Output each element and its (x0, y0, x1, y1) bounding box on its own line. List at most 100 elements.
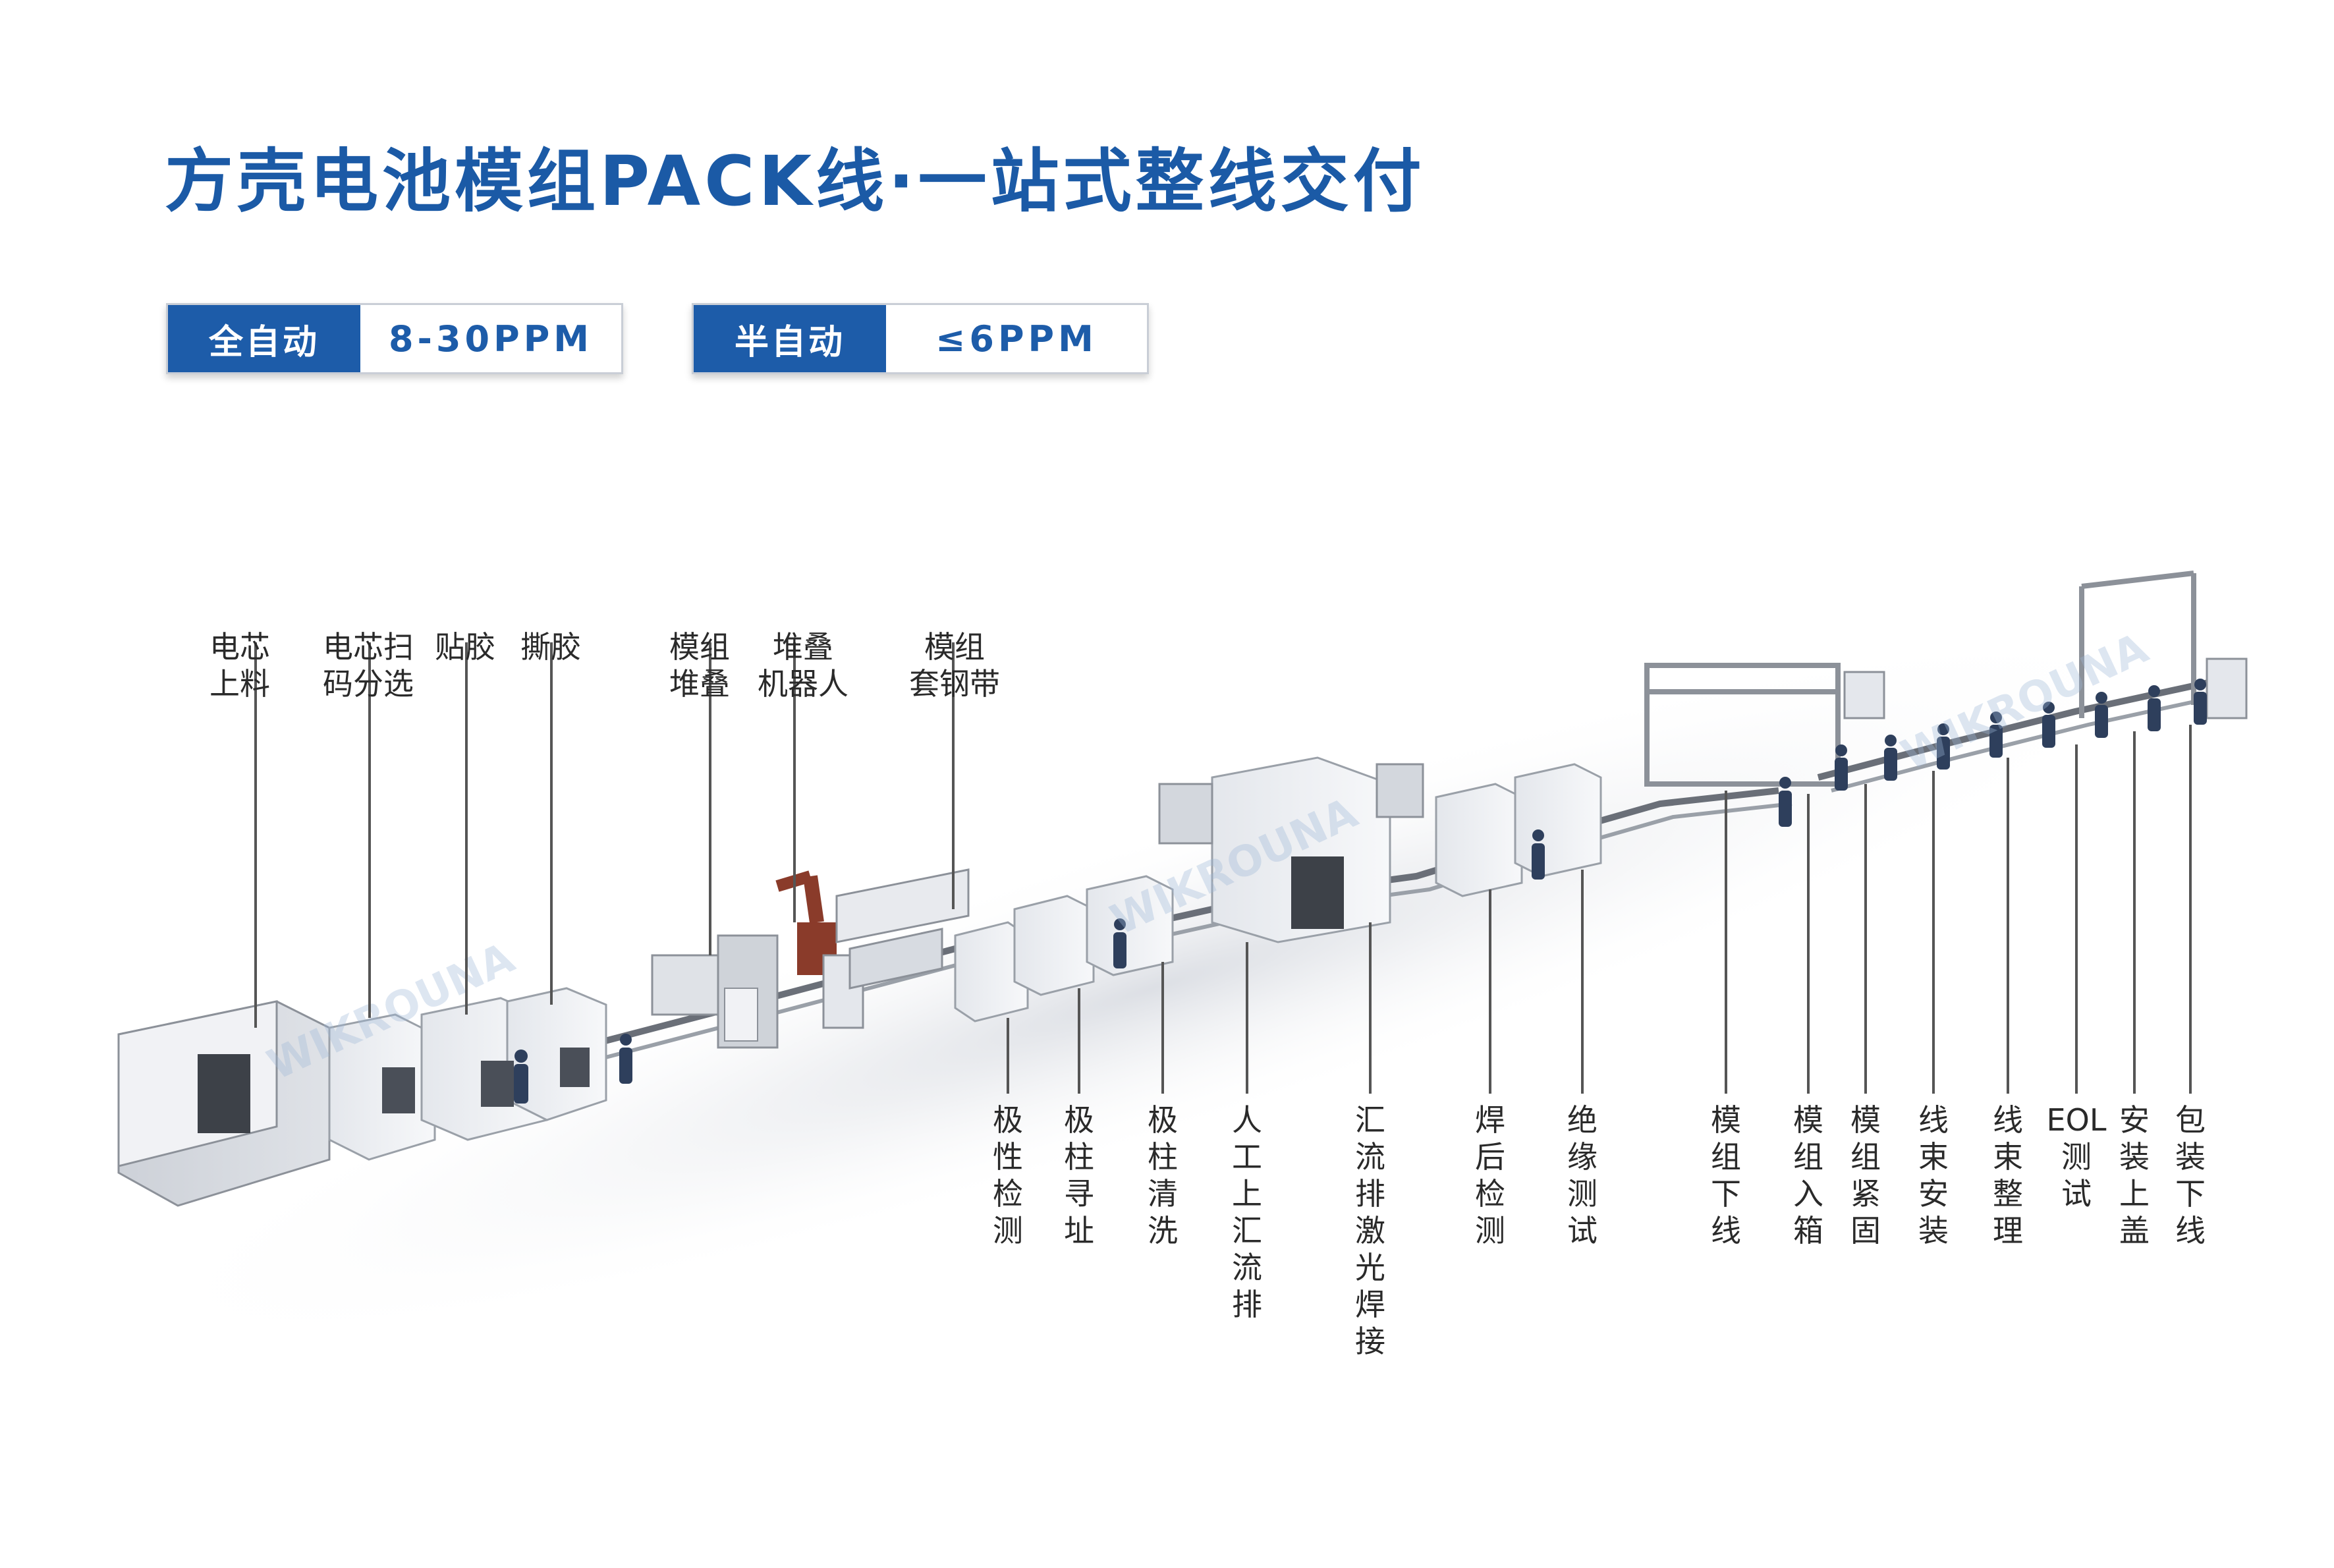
machine-cell-loading (117, 1000, 331, 1207)
label-char: 试 (1567, 1213, 1598, 1248)
label-char: 安 (2119, 1102, 2150, 1138)
label-char: 性 (993, 1139, 1023, 1175)
label-char: 模 (1711, 1102, 1741, 1138)
station-label-bottom: 模组下线 (1708, 1102, 1744, 1249)
label-char: 测 (1567, 1176, 1598, 1212)
station-label-bottom: 汇流排激光焊接 (1352, 1102, 1389, 1360)
label-char: 检 (1475, 1176, 1505, 1212)
label-char: 焊 (1355, 1287, 1385, 1322)
station-label-top: 贴胶 (435, 629, 495, 665)
label-char: 激 (1355, 1213, 1385, 1248)
label-char: 测 (2061, 1139, 2092, 1175)
label-char: 缘 (1567, 1139, 1598, 1175)
label-char: 柱 (1148, 1139, 1178, 1175)
station-label-top: 电芯上料 (209, 629, 270, 702)
label-char: 装 (2175, 1139, 2206, 1175)
leader-lines-top (254, 642, 955, 1028)
machine-steel-strap (835, 868, 970, 990)
label-char: 装 (1918, 1213, 1949, 1248)
machine-scan-sort (328, 1013, 436, 1161)
machine-polarity-check (954, 875, 1174, 1022)
label-char: 组 (1711, 1139, 1741, 1175)
label-char: 包 (2175, 1102, 2206, 1138)
mode-label: 全自动 (168, 305, 360, 372)
station-label-top: 堆叠机器人 (758, 629, 848, 702)
label-char: 焊 (1475, 1102, 1505, 1138)
label-char: 模 (1850, 1102, 1881, 1138)
mode-badge-semi: 半自动 ≤6PPM (692, 303, 1149, 374)
label-char: 线 (2175, 1213, 2206, 1248)
laser-welding-cell (1158, 756, 1424, 943)
label-char: 柱 (1064, 1139, 1094, 1175)
machine-stacking (651, 934, 779, 1049)
label-char: 排 (1355, 1176, 1385, 1212)
label-char: 下 (2175, 1176, 2206, 1212)
leader-lines-bottom (1007, 725, 2192, 1094)
label-char: 下 (1711, 1176, 1741, 1212)
label-char: 流 (1232, 1250, 1262, 1285)
label-char: 组 (1850, 1139, 1881, 1175)
label-char: 极 (1064, 1102, 1094, 1138)
label-char: 接 (1355, 1324, 1385, 1359)
label-char: 绝 (1567, 1102, 1598, 1138)
station-label-top: 电芯扫码分选 (323, 629, 414, 702)
label-char: 上 (1232, 1176, 1262, 1212)
station-label-bottom: 焊后检测 (1472, 1102, 1509, 1249)
label-char: 组 (1793, 1139, 1823, 1175)
label-char: 束 (1993, 1139, 2023, 1175)
station-label-top: 撕胶 (520, 629, 581, 665)
label-char: 址 (1064, 1213, 1094, 1248)
label-char: 盖 (2119, 1213, 2150, 1248)
station-label-top: 模组堆叠 (669, 629, 730, 702)
label-char: 线 (1918, 1102, 1949, 1138)
station-label-bottom: 模组入箱 (1790, 1102, 1827, 1249)
label-char: 汇 (1232, 1213, 1262, 1248)
station-label-bottom: 包装下线 (2172, 1102, 2209, 1249)
station-label-bottom: 人工上汇流排 (1229, 1102, 1265, 1323)
label-char: 紧 (1850, 1176, 1881, 1212)
label-char: 光 (1355, 1250, 1385, 1285)
station-label-bottom: 极性检测 (989, 1102, 1026, 1249)
label-char: 测 (993, 1213, 1023, 1248)
label-char: 排 (1232, 1287, 1262, 1322)
page-title: 方壳电池模组PACK线·一站式整线交付 (165, 141, 1426, 221)
label-char: 人 (1232, 1102, 1262, 1138)
label-char: 测 (1475, 1213, 1505, 1248)
label-char: 极 (993, 1102, 1023, 1138)
label-char: 入 (1793, 1176, 1823, 1212)
station-label-bottom: 线束安装 (1915, 1102, 1952, 1249)
label-char: 流 (1355, 1139, 1385, 1175)
label-char: 洗 (1148, 1213, 1178, 1248)
stacking-robot (775, 870, 864, 1029)
station-label-bottom: 线束整理 (1989, 1102, 2026, 1249)
mode-speed: 8-30PPM (388, 318, 594, 360)
label-char: 模 (1793, 1102, 1823, 1138)
label-char: 装 (2119, 1139, 2150, 1175)
label-char: 工 (1232, 1139, 1262, 1175)
operators (514, 679, 2207, 1104)
label-char: 理 (1993, 1213, 2023, 1248)
label-char: 检 (993, 1176, 1023, 1212)
label-char: 线 (1711, 1213, 1741, 1248)
label-char: 汇 (1355, 1102, 1385, 1138)
label-char: EOL (2046, 1102, 2107, 1138)
mode-label: 半自动 (694, 305, 886, 372)
label-char: 上 (2119, 1176, 2150, 1212)
label-char: 清 (1148, 1176, 1178, 1212)
station-label-bottom: 模组紧固 (1847, 1102, 1884, 1249)
gantry-packaging (2079, 571, 2248, 719)
station-label-bottom: 极柱清洗 (1144, 1102, 1181, 1249)
label-char: 整 (1993, 1176, 2023, 1212)
label-char: 束 (1918, 1139, 1949, 1175)
station-label-bottom: 极柱寻址 (1061, 1102, 1098, 1249)
label-char: 线 (1993, 1102, 2023, 1138)
gantry-module-offline (1644, 663, 1885, 787)
mode-badge-auto: 全自动 8-30PPM (166, 303, 623, 374)
label-char: 试 (2061, 1176, 2092, 1212)
label-char: 寻 (1064, 1176, 1094, 1212)
station-label-top: 模组套钢带 (909, 629, 1000, 702)
label-char: 后 (1475, 1139, 1505, 1175)
mode-speed: ≤6PPM (935, 318, 1098, 360)
